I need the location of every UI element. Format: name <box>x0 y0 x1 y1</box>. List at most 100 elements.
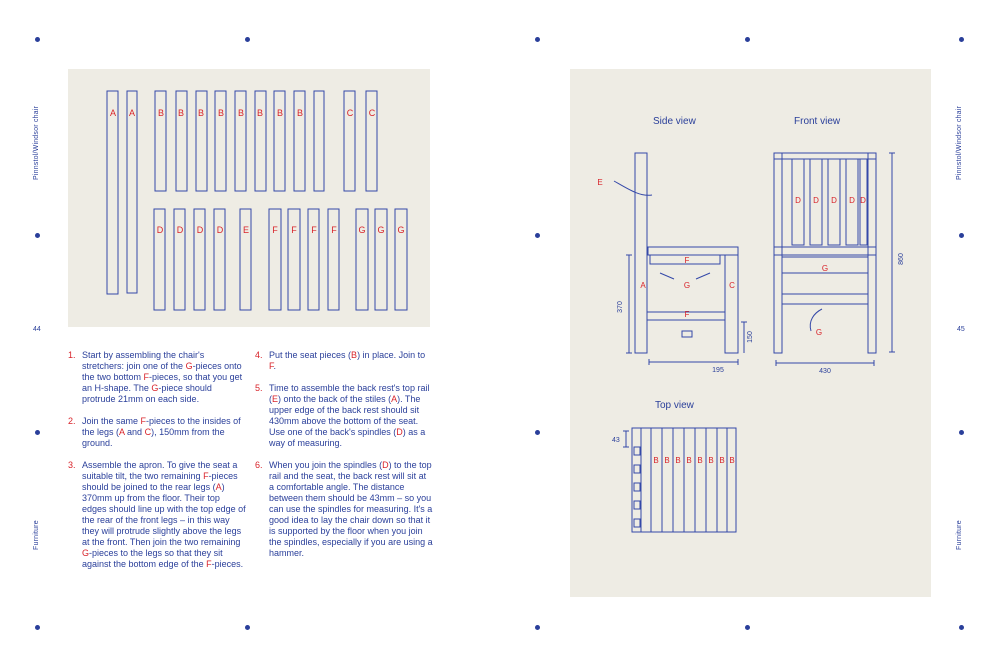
piece-b <box>273 90 286 192</box>
part-label: G <box>358 225 365 235</box>
instructions-column-1: 1.Start by assembling the chair's stretc… <box>68 350 246 581</box>
section-title-left: Furniture <box>33 520 40 550</box>
instruction-step: 4.Put the seat pieces (B) in place. Join… <box>255 350 433 372</box>
piece-c <box>343 90 356 192</box>
step-text: -pieces. <box>211 559 244 569</box>
dot <box>35 625 40 630</box>
step-number: 2. <box>68 416 76 426</box>
step-text: ) as a way of measuring. <box>269 427 426 448</box>
part-label: G <box>397 225 404 235</box>
part-label: D <box>217 225 224 235</box>
piece-d <box>213 208 226 311</box>
piece-b <box>175 90 188 192</box>
dot <box>535 37 540 42</box>
side-view-drawing <box>613 152 747 365</box>
piece-b <box>313 90 325 192</box>
section-title-right: Furniture <box>956 520 963 550</box>
part-reference: F <box>269 361 274 371</box>
spindle-label: D <box>849 196 855 205</box>
seat-label: B <box>675 456 680 465</box>
part-reference: F <box>143 372 150 382</box>
part-reference: G <box>151 383 159 393</box>
step-text: Time to assemble the back rest's top rai… <box>269 383 430 404</box>
spindle-label: D <box>860 196 866 205</box>
piece-d <box>153 208 166 311</box>
part-reference: B <box>351 350 358 360</box>
dot <box>35 233 40 238</box>
dot <box>35 430 40 435</box>
label-g-side: G <box>684 281 690 290</box>
label-a: A <box>640 281 646 290</box>
piece-b <box>254 90 267 192</box>
piece-d <box>193 208 206 311</box>
dot <box>35 37 40 42</box>
piece-b <box>293 90 306 192</box>
seat-label: B <box>729 456 734 465</box>
side-view-title: Side view <box>653 116 697 127</box>
parts-illustration: A A B B B B B B B B C C D D D D E F F F … <box>68 69 430 327</box>
dot <box>245 625 250 630</box>
step-text: -pieces should be joined to the rear leg… <box>82 471 238 492</box>
dot <box>959 233 964 238</box>
spindle-label: D <box>813 196 819 205</box>
seat-label: B <box>697 456 702 465</box>
instruction-step: 3.Assemble the apron. To give the seat a… <box>68 460 246 570</box>
part-label: B <box>238 108 244 118</box>
part-reference: A <box>119 427 125 437</box>
part-label: C <box>347 108 354 118</box>
seat-label: B <box>686 456 691 465</box>
part-reference: F <box>206 559 212 569</box>
piece-g <box>355 208 369 311</box>
label-f-low: F <box>685 310 690 319</box>
dim-195: 195 <box>712 367 724 374</box>
top-view-drawing <box>623 427 737 533</box>
dim-150: 150 <box>747 331 754 343</box>
part-label: F <box>291 225 297 235</box>
step-number: 3. <box>68 460 76 470</box>
part-label: A <box>129 108 135 118</box>
dot <box>535 625 540 630</box>
top-view-title: Top view <box>655 400 695 411</box>
part-reference: D <box>382 460 389 470</box>
part-label: F <box>331 225 337 235</box>
part-label: E <box>243 225 249 235</box>
part-label: B <box>297 108 303 118</box>
instruction-step: 1.Start by assembling the chair's stretc… <box>68 350 246 405</box>
step-number: 6. <box>255 460 263 470</box>
label-f-seat: F <box>685 256 690 265</box>
part-label: D <box>157 225 164 235</box>
instruction-step: 5.Time to assemble the back rest's top r… <box>255 383 433 449</box>
piece-a <box>106 90 119 295</box>
instructions-column-2: 4.Put the seat pieces (B) in place. Join… <box>255 350 433 570</box>
piece-b <box>214 90 227 192</box>
instruction-step: 2.Join the same F-pieces to the insides … <box>68 416 246 449</box>
label-g-lower: G <box>816 328 822 337</box>
dim-860: 860 <box>898 253 905 265</box>
front-view-drawing <box>773 152 895 366</box>
label-g-upper: G <box>822 264 828 273</box>
part-label: D <box>177 225 184 235</box>
running-title-right: Pinnstol/Windsor chair <box>956 105 963 180</box>
dim-370: 370 <box>617 301 624 313</box>
seat-label: B <box>653 456 658 465</box>
step-text: -pieces onto the two bottom <box>82 361 242 382</box>
part-label: G <box>377 225 384 235</box>
step-text: ). The upper edge of the back rest shoul… <box>269 394 421 437</box>
dot <box>959 37 964 42</box>
dot <box>745 625 750 630</box>
step-text: ), 150mm from the ground. <box>82 427 225 448</box>
step-text: -piece should protrude 21mm on each side… <box>82 383 212 404</box>
part-reference: D <box>396 427 403 437</box>
piece-a <box>126 90 138 294</box>
piece-b <box>234 90 247 192</box>
part-label: B <box>257 108 263 118</box>
piece-c <box>365 90 378 192</box>
step-text: Put the seat pieces ( <box>269 350 352 360</box>
seat-label: B <box>664 456 669 465</box>
piece-g <box>394 208 408 311</box>
step-text: -pieces to the legs so that they sit aga… <box>82 548 223 569</box>
part-label: A <box>110 108 116 118</box>
dot <box>959 625 964 630</box>
piece-b <box>195 90 208 192</box>
step-number: 1. <box>68 350 76 360</box>
